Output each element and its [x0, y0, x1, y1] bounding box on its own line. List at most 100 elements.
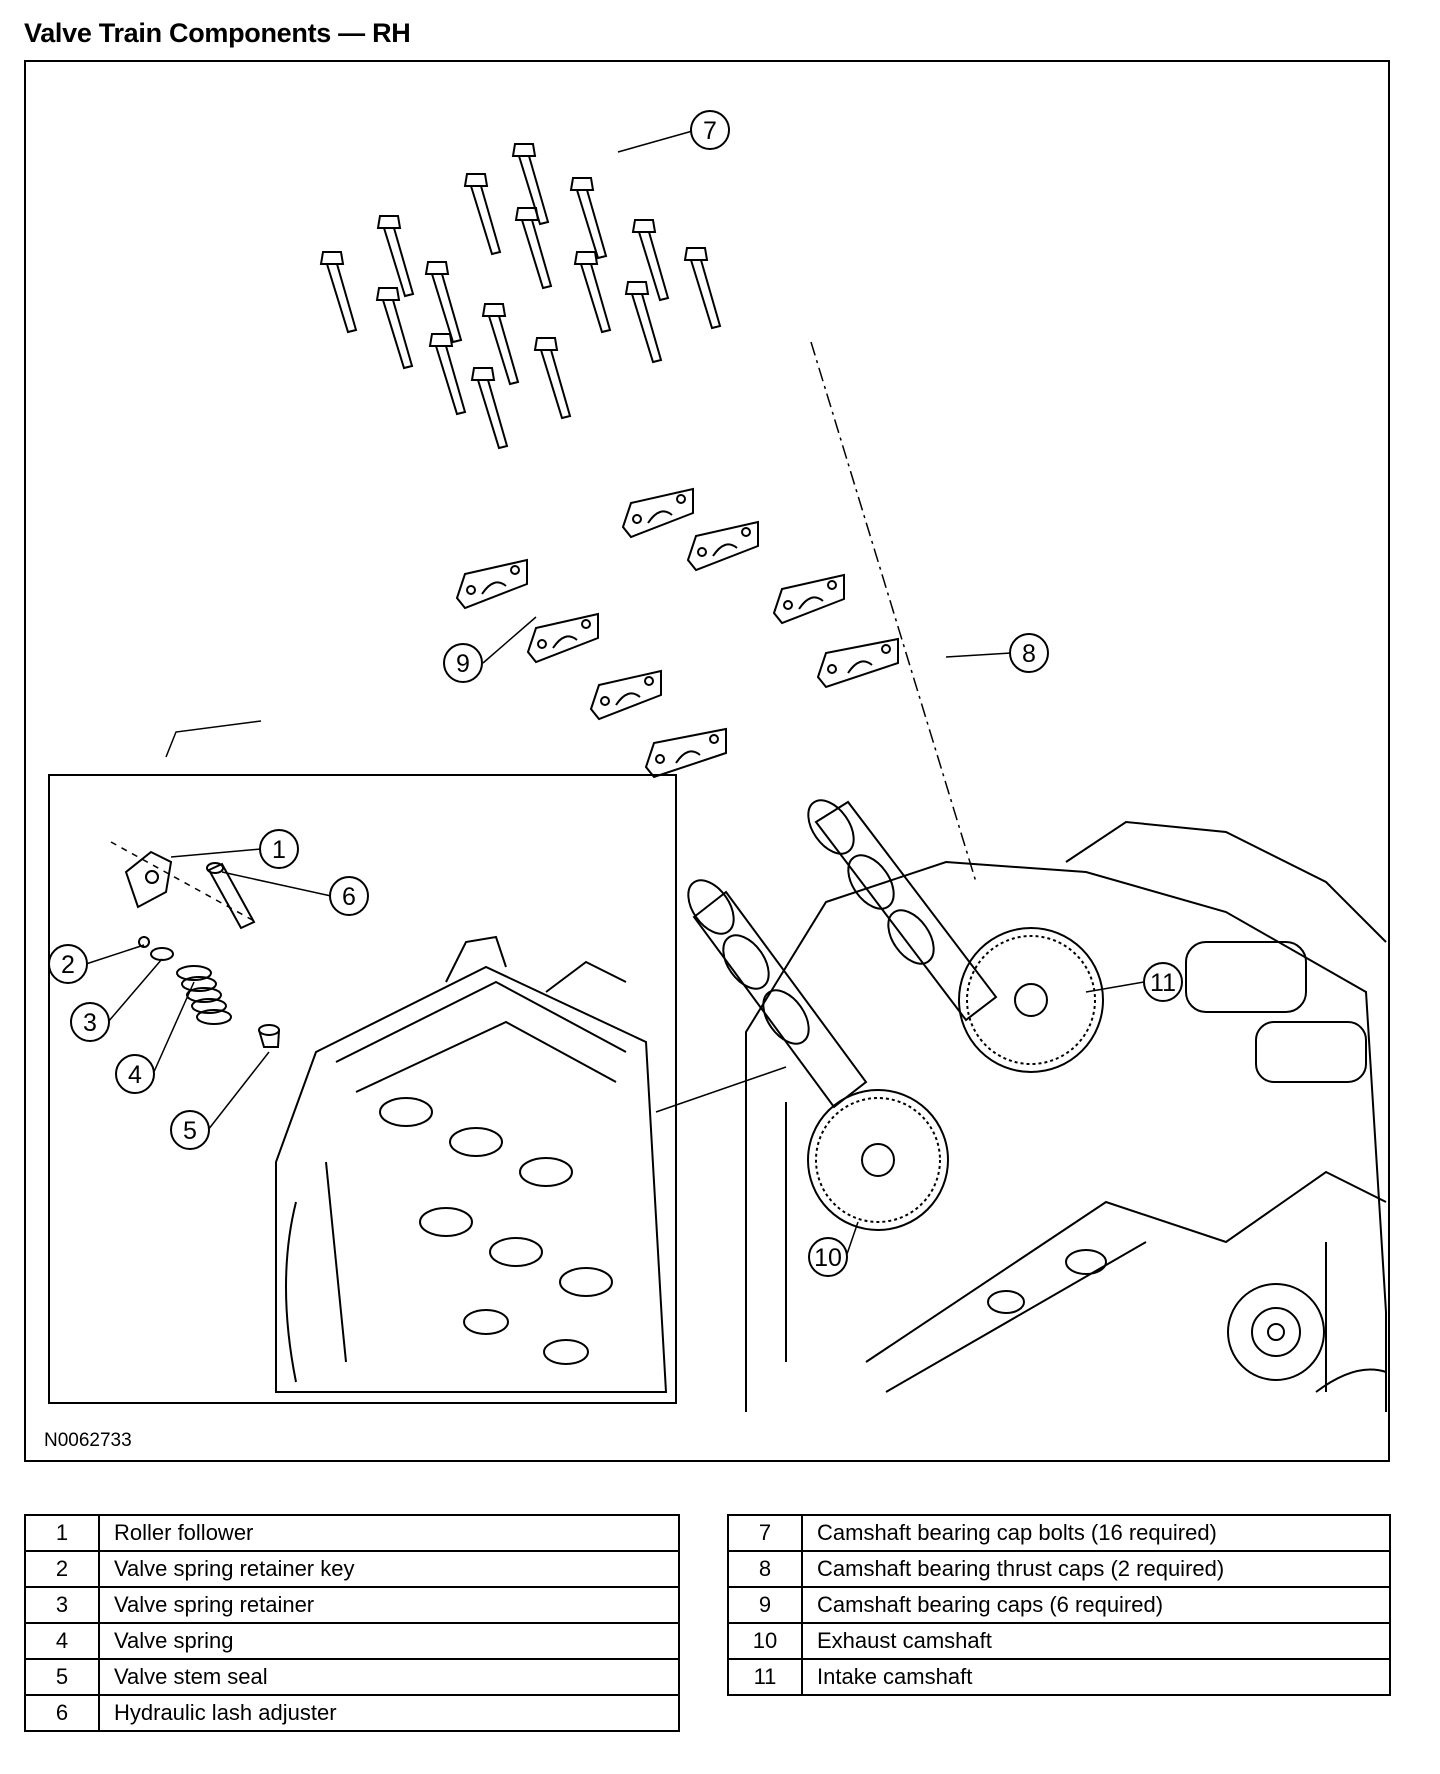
callout-number: 1 — [272, 836, 286, 864]
legend-description: Hydraulic lash adjuster — [98, 1694, 680, 1732]
exploded-view-figure: 7 8 9 1 6 2 3 4 5 10 11 N0062733 — [24, 60, 1390, 1462]
callout-5: 5 — [170, 1110, 210, 1150]
inset-frame — [48, 774, 677, 1404]
legend-number: 10 — [727, 1622, 803, 1660]
cam-bearing-cap-bolts — [319, 143, 722, 450]
inset-leader-line — [655, 1066, 787, 1113]
legend-description: Roller follower — [98, 1514, 680, 1552]
callout-3: 3 — [70, 1002, 110, 1042]
legend-description: Camshaft bearing caps (6 required) — [801, 1586, 1391, 1624]
legend-number: 4 — [24, 1622, 100, 1660]
callout-number: 3 — [83, 1009, 97, 1037]
callout-7: 7 — [690, 110, 730, 150]
roller-follower-part — [110, 841, 257, 923]
bolt — [376, 215, 415, 298]
cam-bearing-caps — [455, 487, 899, 779]
retainer-key-part — [138, 936, 150, 948]
retainer-part — [150, 947, 174, 961]
engine-block — [745, 820, 1387, 1412]
bolt — [375, 287, 414, 370]
valve-spring-part — [176, 965, 232, 1025]
bearing-cap — [455, 558, 528, 610]
bearing-cap — [526, 612, 599, 664]
callout-2: 2 — [48, 944, 88, 984]
bolt — [424, 261, 463, 344]
bolt — [533, 337, 572, 420]
bolt — [514, 207, 553, 290]
callout-leaders — [85, 129, 1145, 1258]
callout-11: 11 — [1143, 962, 1183, 1002]
valve-stem-seal-part — [258, 1024, 280, 1048]
legend-number: 1 — [24, 1514, 100, 1552]
legend-description: Intake camshaft — [801, 1658, 1391, 1696]
bearing-cap — [686, 520, 759, 572]
legend-number: 7 — [727, 1514, 803, 1552]
bolt — [631, 219, 670, 302]
bolt — [624, 281, 663, 364]
bolt — [573, 251, 612, 334]
callout-4: 4 — [115, 1054, 155, 1094]
legend-number: 11 — [727, 1658, 803, 1696]
callout-number: 2 — [61, 951, 75, 979]
callout-number: 10 — [814, 1244, 842, 1272]
callout-number: 9 — [456, 650, 470, 678]
legend-number: 5 — [24, 1658, 100, 1696]
bearing-cap — [772, 573, 845, 625]
legend-description: Valve spring retainer key — [98, 1550, 680, 1588]
bolt — [428, 333, 467, 416]
bolt-alignment-line — [810, 341, 977, 883]
bolt — [683, 247, 722, 330]
bolt — [511, 143, 550, 226]
bolt — [481, 303, 520, 386]
callout-number: 4 — [128, 1061, 142, 1089]
legend-number: 9 — [727, 1586, 803, 1624]
thrust-cap — [644, 727, 727, 779]
bolt — [470, 367, 509, 450]
inset-cylinder-head — [275, 935, 668, 1393]
exploded-view-drawing: 7 8 9 1 6 2 3 4 5 10 11 — [48, 110, 1387, 1412]
bolt — [569, 177, 608, 260]
bearing-cap — [621, 487, 694, 539]
callout-8: 8 — [1009, 633, 1049, 673]
lash-adjuster-part — [206, 862, 256, 930]
legend-description: Valve spring — [98, 1622, 680, 1660]
exhaust-camshaft-part — [687, 879, 949, 1231]
legend-number: 8 — [727, 1550, 803, 1588]
callout-number: 8 — [1022, 640, 1036, 668]
intake-camshaft-part — [807, 799, 1104, 1073]
callout-10: 10 — [808, 1237, 848, 1277]
callout-9: 9 — [443, 643, 483, 683]
legend-description: Valve spring retainer — [98, 1586, 680, 1624]
legend-number: 6 — [24, 1694, 100, 1732]
callout-6: 6 — [329, 876, 369, 916]
legend-description: Camshaft bearing thrust caps (2 required… — [801, 1550, 1391, 1588]
callout-number: 6 — [342, 883, 356, 911]
callout-number: 11 — [1150, 969, 1176, 997]
bearing-cap — [589, 669, 662, 721]
diagram-title: Valve Train Components — RH — [24, 18, 411, 48]
callout-markers: 7 8 9 1 6 2 3 4 5 10 11 — [48, 110, 1183, 1277]
legend-number: 3 — [24, 1586, 100, 1624]
bolt — [463, 173, 502, 256]
legend-description: Camshaft bearing cap bolts (16 required) — [801, 1514, 1391, 1552]
figure-id: N0062733 — [44, 1430, 132, 1451]
legend-description: Valve stem seal — [98, 1658, 680, 1696]
thrust-cap — [816, 637, 899, 689]
callout-number: 7 — [703, 117, 717, 145]
legend-description: Exhaust camshaft — [801, 1622, 1391, 1660]
callout-number: 5 — [183, 1117, 197, 1145]
callout-1: 1 — [259, 829, 299, 869]
legend-number: 2 — [24, 1550, 100, 1588]
